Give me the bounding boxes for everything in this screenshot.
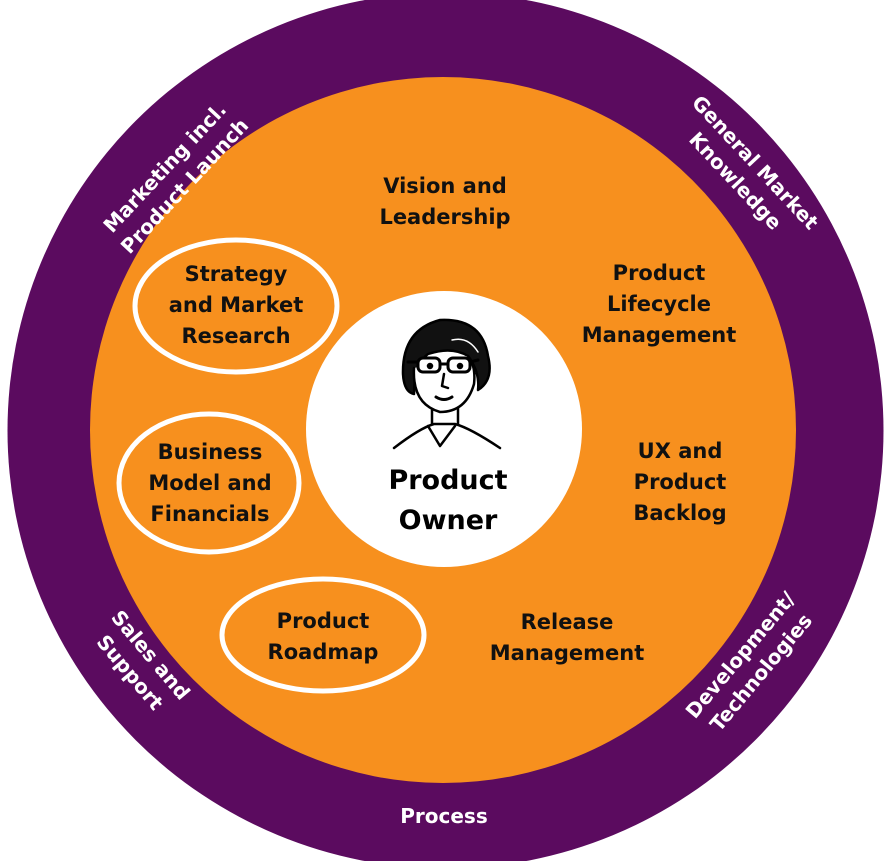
- topic-product-roadmap: Product Roadmap: [267, 609, 379, 664]
- strategy-highlight-ring: [132, 237, 340, 375]
- roadmap-highlight-ring: [219, 576, 427, 694]
- topic-vision-and-leadership: Vision and Leadership: [379, 174, 511, 229]
- topic-strategy-and-market-research: Strategy and Market Research: [168, 262, 304, 348]
- center-label: Product Owner: [388, 465, 508, 536]
- area-process: Process: [400, 804, 488, 828]
- business-highlight-ring: [116, 411, 302, 555]
- topic-release-management: Release Management: [489, 610, 645, 665]
- topic-ux-and-product-backlog: UX and Product Backlog: [633, 439, 727, 525]
- topic-business-model-and-financials: Business Model and Financials: [148, 440, 272, 526]
- topic-product-lifecycle-management: Product Lifecycle Management: [581, 261, 737, 347]
- product-owner-portrait-icon: [392, 318, 502, 450]
